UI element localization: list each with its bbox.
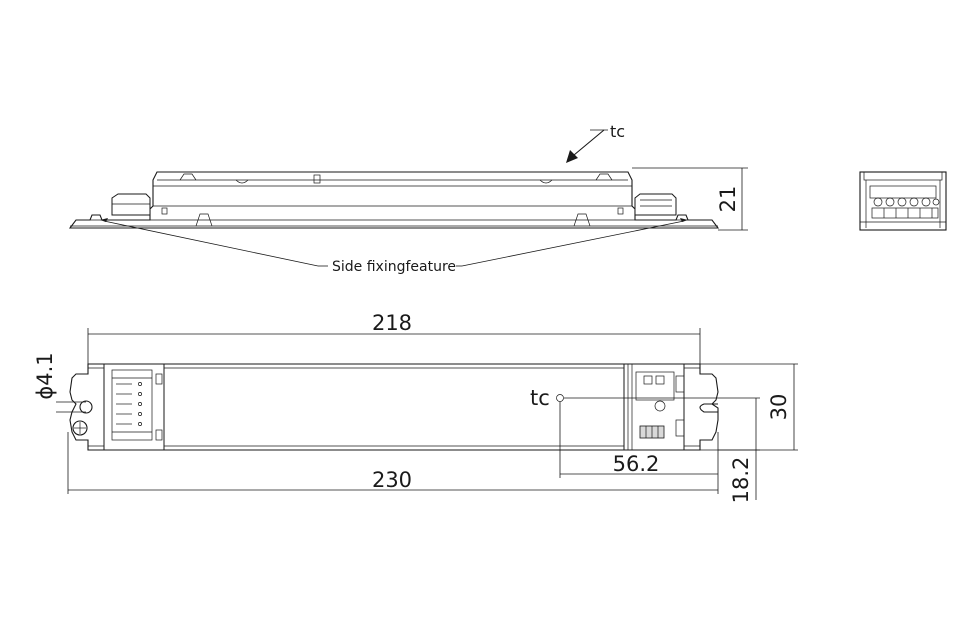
tc-top-label: tc [610, 122, 625, 141]
tc-plan-label: tc [530, 386, 550, 410]
terminal-block [871, 197, 940, 219]
dim-218-label: 218 [372, 311, 412, 335]
side-view: 21 tc Side fixingfeature [68, 122, 748, 275]
left-pins [116, 382, 142, 426]
height-21-label: 21 [716, 186, 740, 213]
dim-182-label: 18.2 [729, 457, 753, 504]
plan-view: 218 230 ϕ4.1 tc 56.2 30 18.2 [33, 311, 798, 503]
end-view [859, 171, 947, 231]
dim-30-label: 30 [767, 394, 791, 421]
dim-41-label: ϕ4.1 [33, 352, 57, 399]
dim-230-label: 230 [372, 468, 412, 492]
side-fixing-label: Side fixingfeature [332, 259, 456, 275]
dim-562-label: 56.2 [613, 452, 660, 476]
